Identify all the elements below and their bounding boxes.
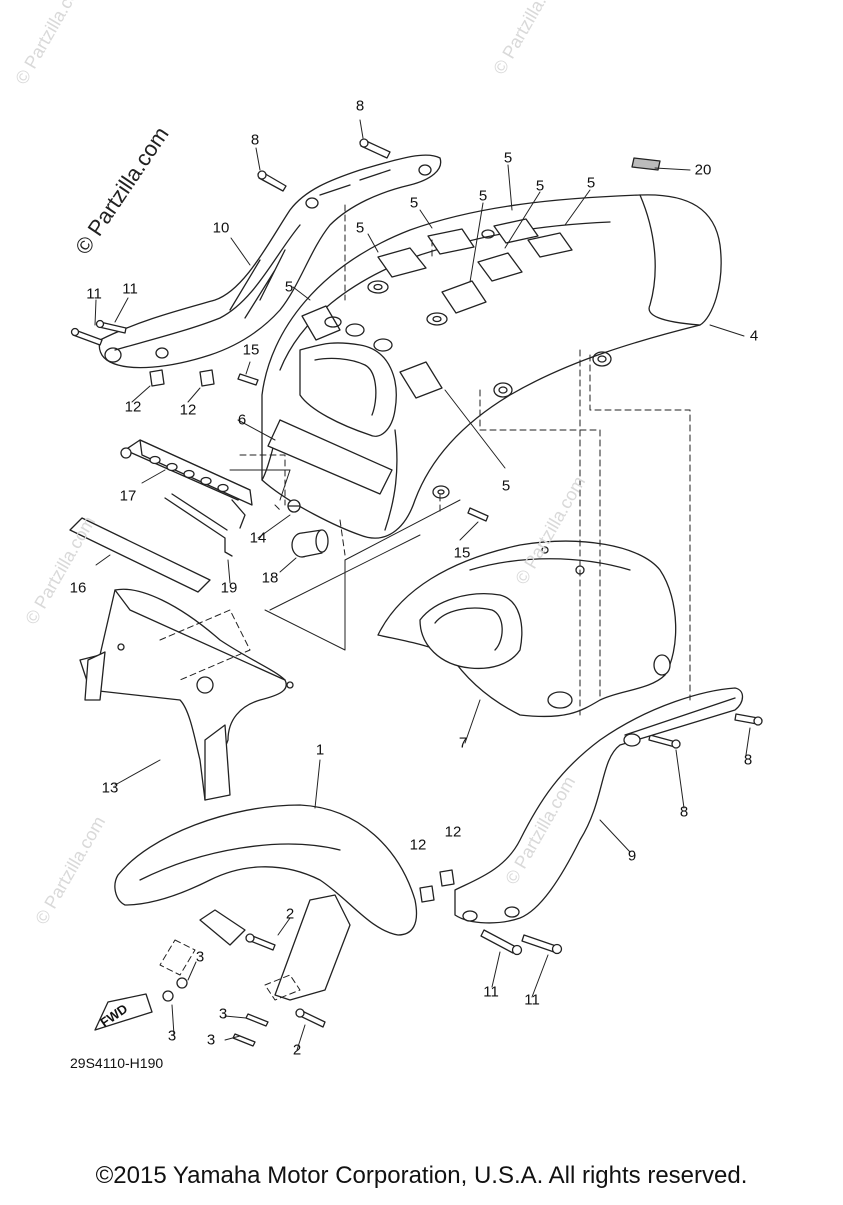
callout-12: 12: [409, 836, 427, 854]
callout-11: 11: [122, 280, 138, 298]
callout-8: 8: [355, 97, 365, 115]
bracket-part: [120, 439, 253, 529]
callout-5: 5: [586, 174, 596, 192]
callout-12: 12: [444, 823, 462, 841]
leader-lines: [94, 119, 751, 1051]
callout-3: 3: [167, 1027, 177, 1045]
callout-5: 5: [503, 149, 513, 167]
callout-11: 11: [524, 991, 540, 1009]
cable-tie-part: [164, 497, 233, 557]
callout-13: 13: [101, 779, 119, 797]
drawing-number: 29S4110-H190: [70, 1055, 164, 1071]
callout-2: 2: [285, 905, 295, 923]
callout-5: 5: [501, 477, 511, 495]
callout-20: 20: [694, 161, 712, 179]
copyright-notice: ©2015 Yamaha Motor Corporation, U.S.A. A…: [95, 1162, 748, 1189]
callout-8: 8: [250, 131, 260, 149]
callout-1: 1: [315, 741, 325, 759]
callout-3: 3: [195, 948, 205, 966]
callout-11: 11: [86, 285, 102, 303]
callout-8: 8: [679, 803, 689, 821]
callout-5: 5: [478, 187, 488, 205]
rubber-pads: [301, 218, 573, 399]
rear-fender-part: [261, 194, 722, 539]
callout-11: 11: [483, 983, 499, 1001]
forward-arrow: [94, 993, 153, 1031]
callout-14: 14: [249, 529, 267, 547]
callout-12: 12: [179, 401, 197, 419]
callout-9: 9: [627, 847, 637, 865]
callout-12: 12: [124, 398, 142, 416]
front-fender-part: [114, 804, 418, 1001]
plate-bracket-part: [79, 588, 294, 801]
callout-6: 6: [237, 411, 247, 429]
grommets: [324, 229, 612, 499]
collars: [149, 369, 455, 903]
fender-stay-part: [454, 687, 744, 924]
fasteners: [237, 373, 489, 522]
seal-strip-part: [267, 419, 393, 495]
callout-4: 4: [749, 327, 759, 345]
reflector-strip-part: [69, 517, 211, 593]
callout-3: 3: [218, 1005, 228, 1023]
assembly-lines: [159, 204, 691, 1001]
grab-bar-part: [98, 154, 442, 369]
bolts: [70, 138, 763, 956]
callout-15: 15: [453, 544, 471, 562]
callout-7: 7: [458, 734, 468, 752]
damper-part: [291, 529, 329, 558]
callout-10: 10: [212, 219, 230, 237]
callout-5: 5: [409, 194, 419, 212]
callout-16: 16: [69, 579, 87, 597]
callout-3: 3: [206, 1031, 216, 1049]
callout-17: 17: [119, 487, 137, 505]
front-fender-bolts: [162, 933, 326, 1047]
callout-5: 5: [535, 177, 545, 195]
callout-5: 5: [284, 278, 294, 296]
callout-18: 18: [261, 569, 279, 587]
label-sticker-part: [631, 157, 661, 171]
callout-2: 2: [292, 1041, 302, 1059]
callout-19: 19: [220, 579, 238, 597]
callout-5: 5: [355, 219, 365, 237]
callout-8: 8: [743, 751, 753, 769]
callout-15: 15: [242, 341, 260, 359]
inner-fender-part: [377, 540, 677, 718]
